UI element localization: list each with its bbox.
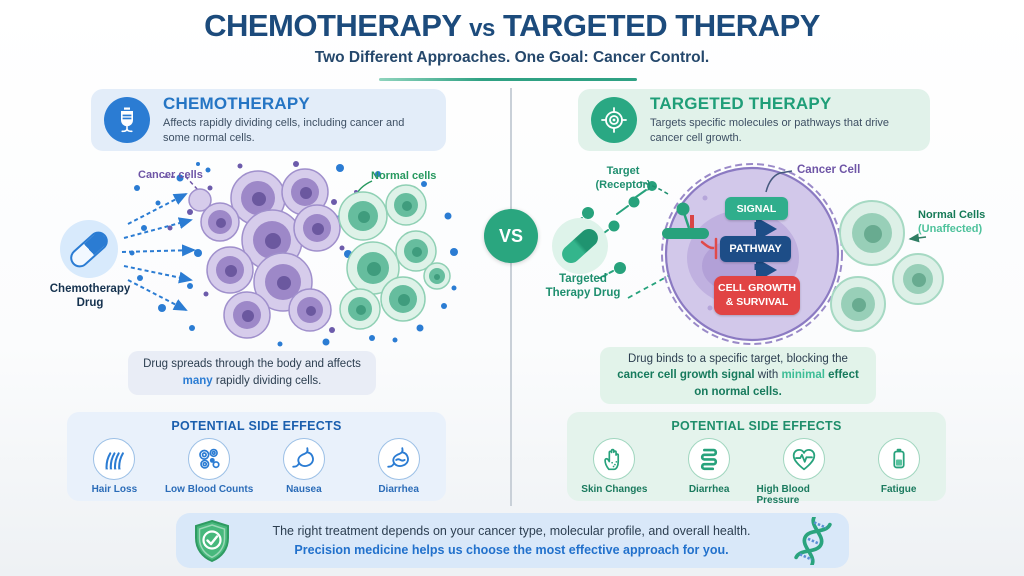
normal-cells-label: Normal cells [371, 170, 437, 182]
targeted-therapy-title: TARGETED THERAPY [650, 94, 832, 114]
battery-icon [877, 438, 920, 480]
footer-line1: The right treatment depends on your canc… [272, 524, 751, 539]
side-effect-nausea: Nausea [257, 438, 352, 495]
hand-skin-icon [593, 438, 636, 480]
hair-loss-icon [93, 438, 136, 480]
page-title-left: CHEMOTHERAPY [204, 8, 462, 43]
targeted-therapy-header-card: TARGETED THERAPY Targets specific molecu… [578, 89, 930, 151]
chemotherapy-description: Affects rapidly dividing cells, includin… [163, 117, 405, 144]
signal-box: SIGNAL [725, 197, 788, 220]
targeted-note-box: Drug binds to a specific target, blockin… [600, 347, 876, 404]
footer-banner: The right treatment depends on your canc… [176, 513, 849, 568]
page-title: CHEMOTHERAPY vs TARGETED THERAPY [0, 8, 1024, 44]
footer-text: The right treatment depends on your canc… [232, 522, 791, 558]
chemotherapy-title: CHEMOTHERAPY [163, 94, 310, 114]
target-receptor-label: Target (Receptor) [595, 165, 651, 192]
side-effect-hair-loss: Hair Loss [67, 438, 162, 495]
blood-cells-icon [188, 438, 231, 480]
page-title-right: TARGETED THERAPY [502, 8, 820, 43]
targeted-side-effects-title: POTENTIAL SIDE EFFECTS [671, 419, 842, 433]
title-underline [379, 78, 637, 81]
chemotherapy-header-card: CHEMOTHERAPY Affects rapidly dividing ce… [91, 89, 446, 151]
chemo-cells-illustration [121, 161, 458, 347]
targeted-therapy-drug-icon [552, 218, 608, 274]
chemotherapy-drug-icon [60, 220, 118, 278]
footer-line2: Precision medicine helps us choose the m… [294, 542, 729, 557]
side-effect-low-blood-counts: Low Blood Counts [162, 438, 257, 495]
cancer-cells-label: Cancer cells [138, 169, 203, 181]
targeted-side-effects-card: POTENTIAL SIDE EFFECTS Skin Changes [567, 412, 946, 506]
pathway-box: PATHWAY [720, 236, 791, 262]
page-title-vs: vs [469, 15, 495, 42]
targeted-therapy-drug-label: Targeted Therapy Drug [545, 273, 621, 300]
cell-growth-survival-box: CELL GROWTH & SURVIVAL [714, 276, 800, 315]
center-divider [510, 88, 512, 506]
dna-helix-icon [794, 516, 832, 565]
heart-pulse-icon [782, 438, 825, 480]
chemo-side-effects-title: POTENTIAL SIDE EFFECTS [171, 419, 342, 433]
shield-check-icon [195, 519, 229, 562]
iv-bag-icon [104, 97, 150, 143]
stomach-icon [282, 438, 325, 480]
side-effect-diarrhea-left: Diarrhea [351, 438, 446, 495]
target-icon [591, 97, 637, 143]
cancer-cell-label: Cancer Cell [797, 164, 861, 176]
targeted-therapy-description: Targets specific molecules or pathways t… [650, 117, 890, 144]
page-subtitle: Two Different Approaches. One Goal: Canc… [314, 49, 710, 66]
vs-badge: VS [484, 209, 538, 263]
chemo-side-effects-card: POTENTIAL SIDE EFFECTS Hair [67, 412, 446, 501]
side-effect-fatigue: Fatigue [851, 438, 946, 506]
intestine-icon [688, 438, 731, 480]
chemo-note-box: Drug spreads through the body and affect… [128, 351, 376, 395]
side-effect-high-blood-pressure: High Blood Pressure [757, 438, 852, 506]
side-effect-skin-changes: Skin Changes [567, 438, 662, 506]
chemotherapy-drug-label: Chemotherapy Drug [49, 283, 131, 310]
side-effect-diarrhea-right: Diarrhea [662, 438, 757, 506]
gut-icon [377, 438, 420, 480]
normal-cells-unaffected-label: Normal Cells (Unaffected) [918, 209, 986, 235]
